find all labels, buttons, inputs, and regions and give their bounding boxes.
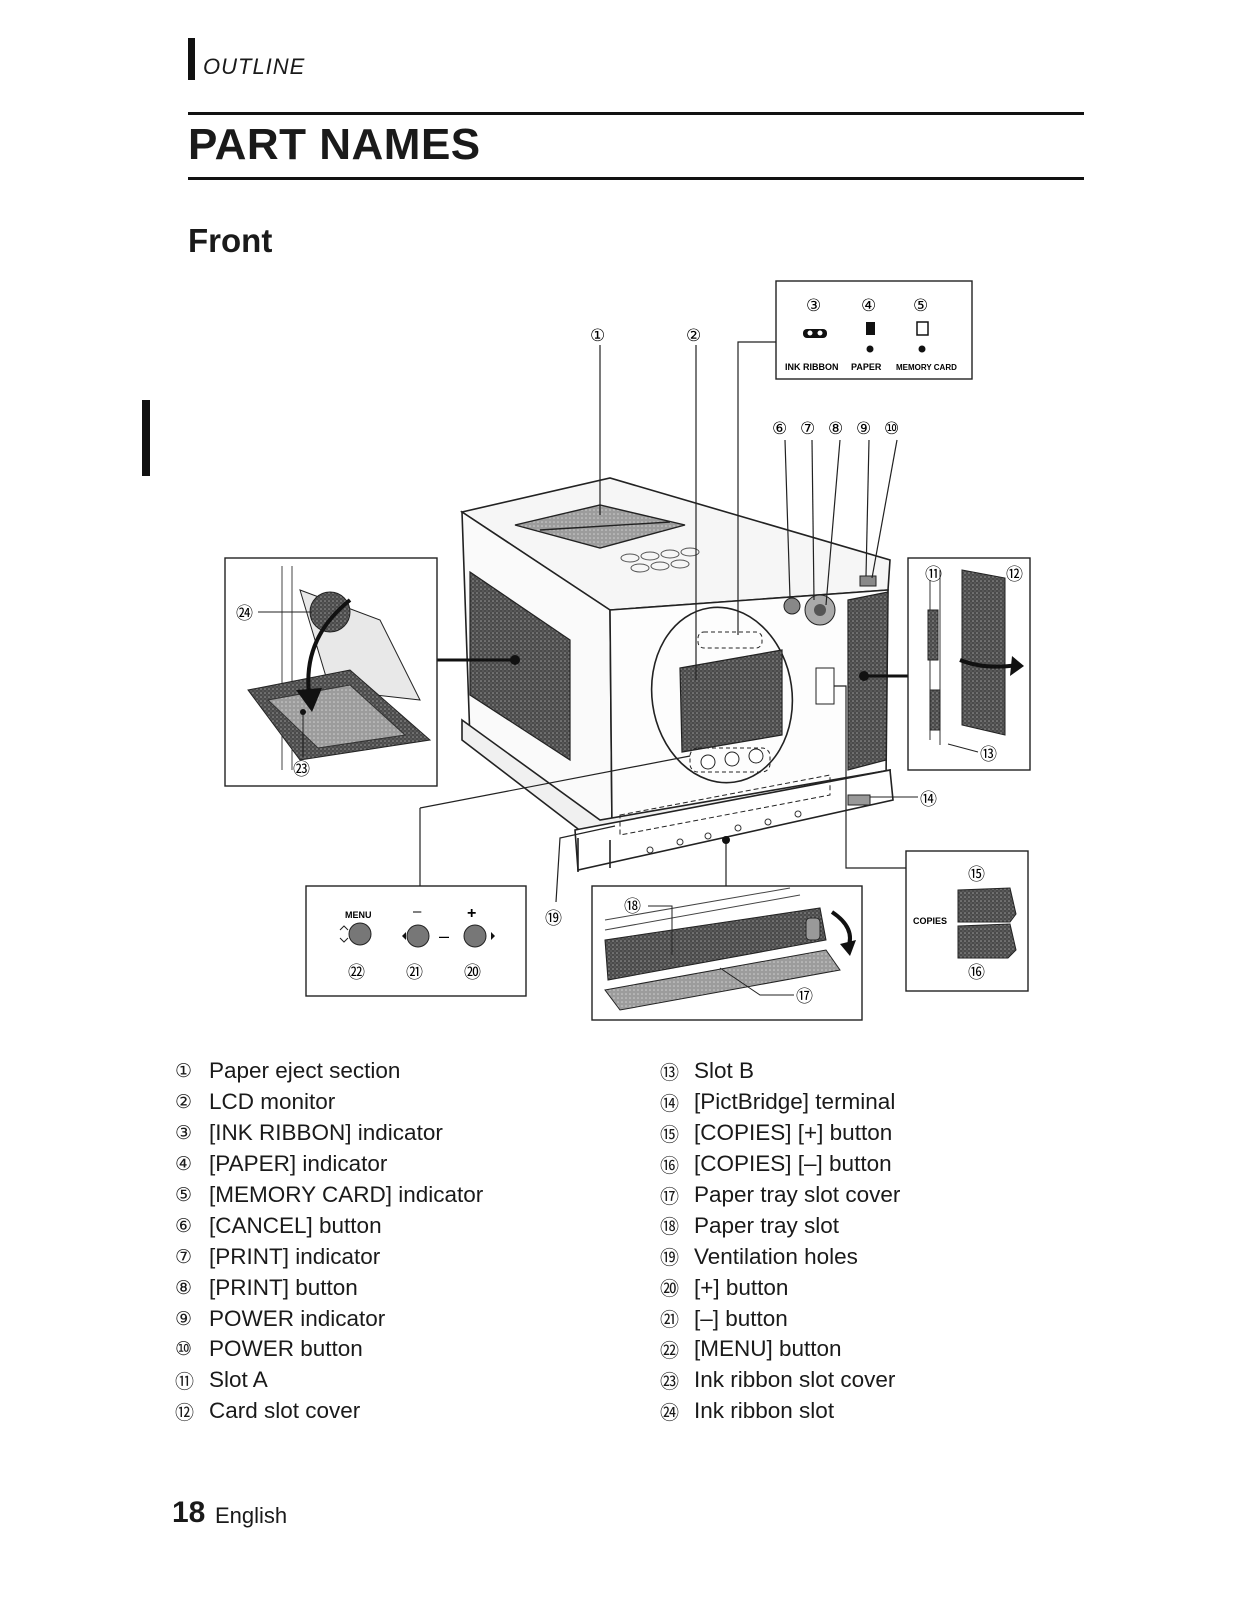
paper-tray-inset: ⑱ ⑰: [591, 885, 863, 1021]
svg-text:③: ③: [806, 296, 821, 316]
callout-11: ⑪: [925, 565, 942, 585]
callout-21: ㉑: [406, 963, 423, 983]
list-item: ⑭[PictBridge] terminal: [660, 1089, 896, 1115]
copies-label: COPIES: [913, 916, 947, 926]
callout-20: ⑳: [464, 963, 481, 983]
callout-12: ⑫: [1006, 565, 1023, 585]
callout-2: ②: [686, 326, 701, 346]
svg-text:⑤: ⑤: [913, 296, 928, 316]
callout-17: ⑰: [796, 987, 813, 1007]
callout-22: ㉒: [348, 963, 365, 983]
page-title: PART NAMES: [188, 120, 481, 169]
list-item: ⑯[COPIES] [–] button: [660, 1151, 892, 1177]
menu-button-inset: MENU – + – ㉒ ㉑ ⑳: [305, 885, 527, 997]
list-item: ⑥[CANCEL] button: [175, 1212, 382, 1238]
ink-ribbon-inset: ㉔ ㉓: [224, 557, 438, 787]
list-item: ⑦[PRINT] indicator: [175, 1243, 381, 1269]
side-vent-panel: [469, 570, 571, 762]
callout-19: ⑲: [545, 909, 562, 929]
lcd-monitor: [650, 606, 794, 784]
list-item: ⑳[+] button: [660, 1274, 789, 1301]
section-label: OUTLINE: [203, 54, 306, 79]
copies-inset: ⑮ COPIES ⑯: [905, 850, 1029, 992]
callout-24: ㉔: [236, 604, 253, 624]
callout-7: ⑦: [800, 419, 815, 439]
callout-9: ⑨: [856, 419, 871, 439]
page-language: English: [215, 1503, 288, 1528]
list-item: ㉒[MENU] button: [660, 1336, 842, 1362]
section-title: Front: [188, 222, 273, 259]
plus-symbol: +: [467, 905, 476, 922]
title-bottom-rule: [188, 177, 1084, 180]
callout-6: ⑥: [772, 419, 787, 439]
callout-15: ⑮: [968, 865, 985, 885]
svg-text:④: ④: [861, 296, 876, 316]
printer-front-diagram: ③ ④ ⑤ INK RIBBON PAPER MEMORY CARD ① ② ⑥…: [224, 280, 1031, 1021]
title-top-rule: [188, 112, 1084, 115]
list-item: ④[PAPER] indicator: [175, 1151, 388, 1177]
indicator-panel: ③ ④ ⑤ INK RIBBON PAPER MEMORY CARD: [775, 280, 973, 380]
menu-label: MENU: [345, 910, 372, 920]
list-item: ③[INK RIBBON] indicator: [175, 1120, 443, 1146]
callout-23: ㉓: [293, 760, 310, 780]
list-item: ㉑[–] button: [660, 1305, 788, 1332]
list-item: ⑮[COPIES] [+] button: [660, 1120, 893, 1146]
callout-1: ①: [590, 326, 605, 346]
callout-16: ⑯: [968, 963, 985, 983]
callout-13: ⑬: [980, 745, 997, 765]
margin-marker-bar: [142, 400, 150, 476]
paper-eject-section: [514, 504, 686, 549]
callout-10: ⑩: [884, 419, 899, 439]
card-slot-inset: ⑪ ⑫ ⑬: [907, 557, 1031, 771]
callout-8: ⑧: [828, 419, 843, 439]
dash-symbol: –: [439, 926, 449, 946]
list-item: ⑤[MEMORY CARD] indicator: [175, 1182, 484, 1207]
callout-18: ⑱: [624, 897, 641, 917]
minus-symbol: –: [413, 903, 422, 920]
memory-card-label: MEMORY CARD: [896, 363, 957, 372]
callout-14: ⑭: [920, 790, 937, 810]
section-marker-bar: [188, 38, 195, 80]
list-item: ⑧[PRINT] button: [175, 1274, 358, 1300]
ink-ribbon-label: INK RIBBON: [785, 362, 839, 372]
page-number: 18: [172, 1496, 206, 1529]
paper-label: PAPER: [851, 362, 882, 372]
